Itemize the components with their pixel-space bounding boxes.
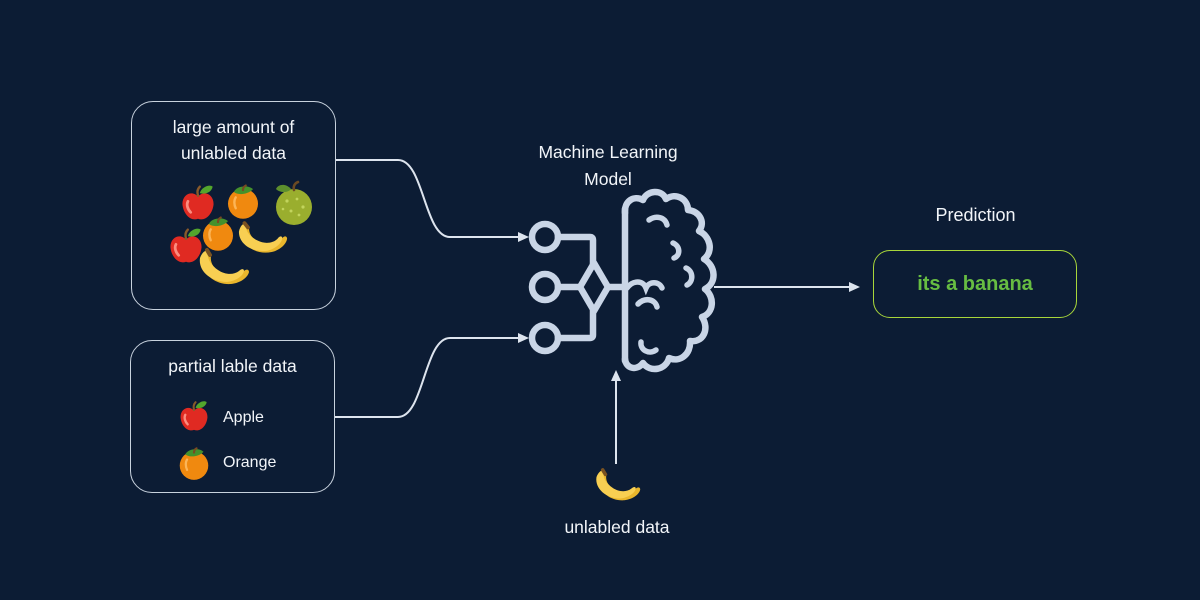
apple-icon	[175, 399, 213, 437]
labeled-example-row: Orange	[175, 444, 276, 482]
brain-icon	[621, 188, 717, 373]
arrowhead-icon	[518, 232, 529, 242]
network-node	[528, 220, 562, 254]
unlabeled-data-box: large amount of unlabled data	[131, 101, 336, 310]
partial-box-title: partial lable data	[168, 356, 297, 376]
network-diamond	[576, 259, 612, 315]
orange-icon	[223, 181, 263, 221]
model-title-line2: Model	[584, 169, 632, 189]
connector-unlabeled-to-model	[336, 159, 529, 242]
unlabeled-box-title: large amount of unlabled data	[172, 117, 295, 163]
guava-icon	[269, 179, 317, 227]
network-node	[528, 270, 562, 304]
connector-partial-to-model	[335, 333, 529, 418]
unlabeled-input-label: unlabled data	[564, 517, 670, 537]
orange-icon	[198, 213, 238, 253]
network-node	[528, 321, 562, 355]
model-title-line1: Machine Learning	[538, 142, 678, 162]
prediction-result: its a banana	[917, 272, 1033, 295]
apple-icon	[176, 183, 220, 227]
network-link	[554, 307, 597, 342]
model-title: Machine Learning Model	[498, 139, 718, 193]
arrowhead-icon	[518, 333, 529, 343]
orange-icon	[175, 444, 213, 482]
unlabeled-input-arrow	[611, 370, 621, 464]
arrowhead-icon	[849, 282, 860, 292]
arrowhead-icon	[611, 370, 621, 381]
labeled-example-row: Apple	[175, 399, 276, 437]
banana-icon	[232, 213, 291, 262]
prediction-title: Prediction	[935, 205, 1016, 225]
apple-icon	[164, 226, 208, 270]
fruit-scatter	[132, 102, 335, 309]
banana-icon	[194, 246, 252, 290]
model-to-prediction-arrow	[714, 282, 860, 292]
banana-icon	[592, 466, 642, 506]
prediction-box: its a banana	[873, 250, 1077, 318]
network-link	[554, 233, 597, 268]
labeled-example-label: Orange	[223, 454, 277, 471]
network-icon	[528, 220, 626, 355]
labeled-example-label: Apple	[223, 409, 264, 426]
